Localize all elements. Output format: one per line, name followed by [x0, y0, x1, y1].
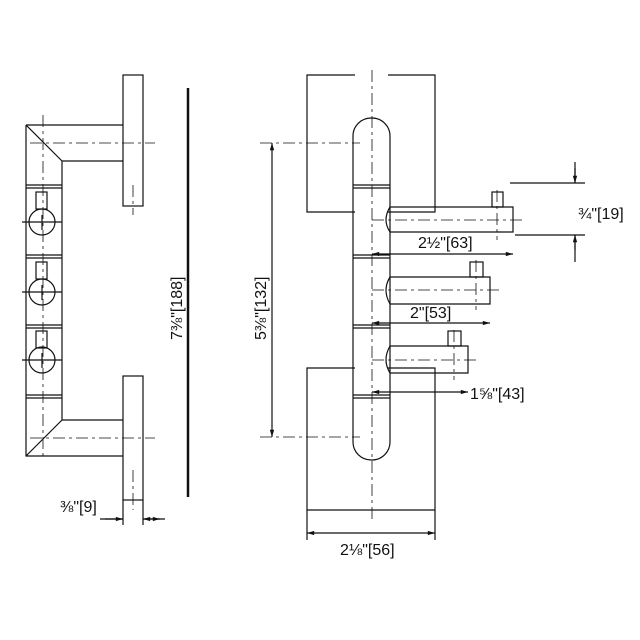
- spout-offset-label: ¾"[19]: [578, 206, 624, 223]
- spout-2-reach-label: 2"[53]: [410, 305, 451, 322]
- slot-body: [352, 117, 391, 461]
- plate-width-label: 2⅛"[56]: [340, 542, 395, 559]
- spout-3-reach-label: 1⅝"[43]: [470, 386, 525, 403]
- side-view: 7⅜"[188] ⅜"[9]: [22, 74, 190, 525]
- top-plate: [306, 74, 436, 213]
- spout-1-reach-label: 2½"[63]: [418, 235, 473, 252]
- top-flange: [122, 74, 144, 207]
- front-view: 5⅜"[132] ¾"[19] 2½"[63] 2"[53] 1⅝"[43] 2…: [253, 70, 624, 559]
- spouts: [385, 191, 514, 374]
- valve-handles: [22, 191, 62, 374]
- overall-height-label: 7⅜"[188]: [169, 276, 186, 340]
- bottom-plate: [306, 367, 436, 511]
- flange-depth-label: ⅜"[9]: [60, 499, 97, 516]
- body-height-label: 5⅜"[132]: [253, 276, 270, 340]
